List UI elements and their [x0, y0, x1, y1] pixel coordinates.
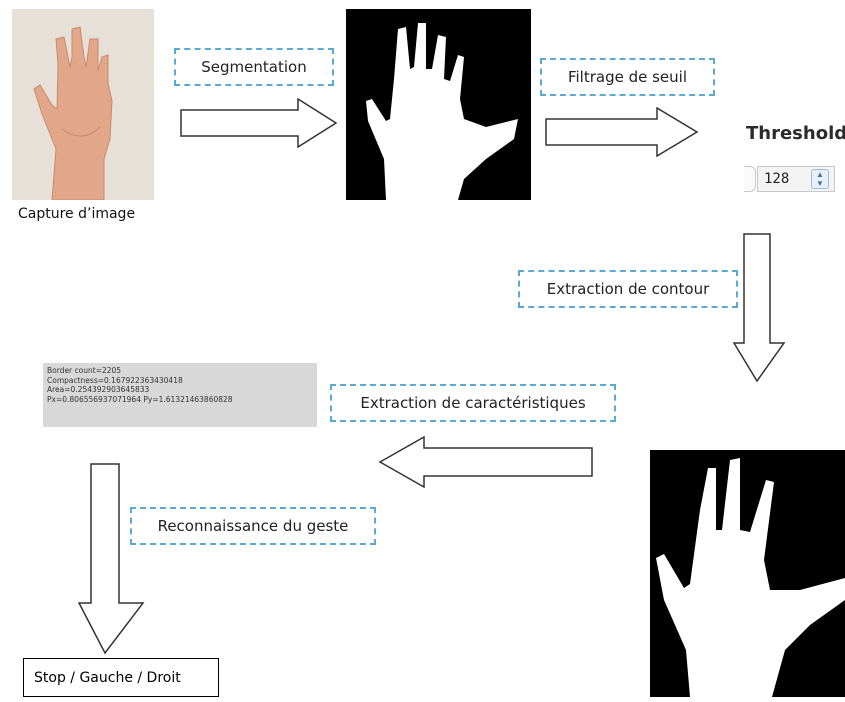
segmented-hand-mask — [346, 9, 531, 200]
spin-bracket — [744, 166, 756, 192]
arrow-down — [77, 463, 145, 655]
contour-extraction-label: Extraction de contour — [518, 270, 738, 308]
arrow-right — [545, 107, 699, 157]
arrow-left — [378, 436, 593, 488]
segmentation-label: Segmentation — [174, 48, 334, 86]
contour-hand-mask — [650, 450, 845, 697]
threshold-spinbox[interactable]: 128 ▲▼ — [757, 166, 835, 192]
feature-line: Area=0.254392903645833 — [47, 385, 150, 394]
result-text: Stop / Gauche / Droit — [34, 669, 181, 686]
feature-line: Px=0.806556937071964 Py=1.61321463860828 — [47, 394, 233, 404]
feature-line: Border count=2205 — [47, 366, 122, 375]
gesture-recognition-label: Reconnaissance du geste — [130, 507, 376, 545]
spinner-up-down-icon[interactable]: ▲▼ — [811, 169, 829, 189]
features-output: Border count=2205 Compactness=0.16792236… — [43, 363, 317, 427]
feature-line: Compactness=0.167922363430418 — [47, 375, 183, 385]
arrow-down — [732, 233, 786, 383]
threshold-filter-label: Filtrage de seuil — [540, 58, 715, 96]
threshold-value[interactable]: 128 — [764, 171, 790, 187]
threshold-title: Threshold — [746, 123, 845, 144]
capture-caption: Capture d’image — [18, 206, 136, 222]
hand-photo — [12, 9, 154, 201]
result-box: Stop / Gauche / Droit — [23, 658, 219, 697]
feature-extraction-label: Extraction de caractéristiques — [330, 384, 616, 422]
arrow-right — [180, 98, 338, 148]
